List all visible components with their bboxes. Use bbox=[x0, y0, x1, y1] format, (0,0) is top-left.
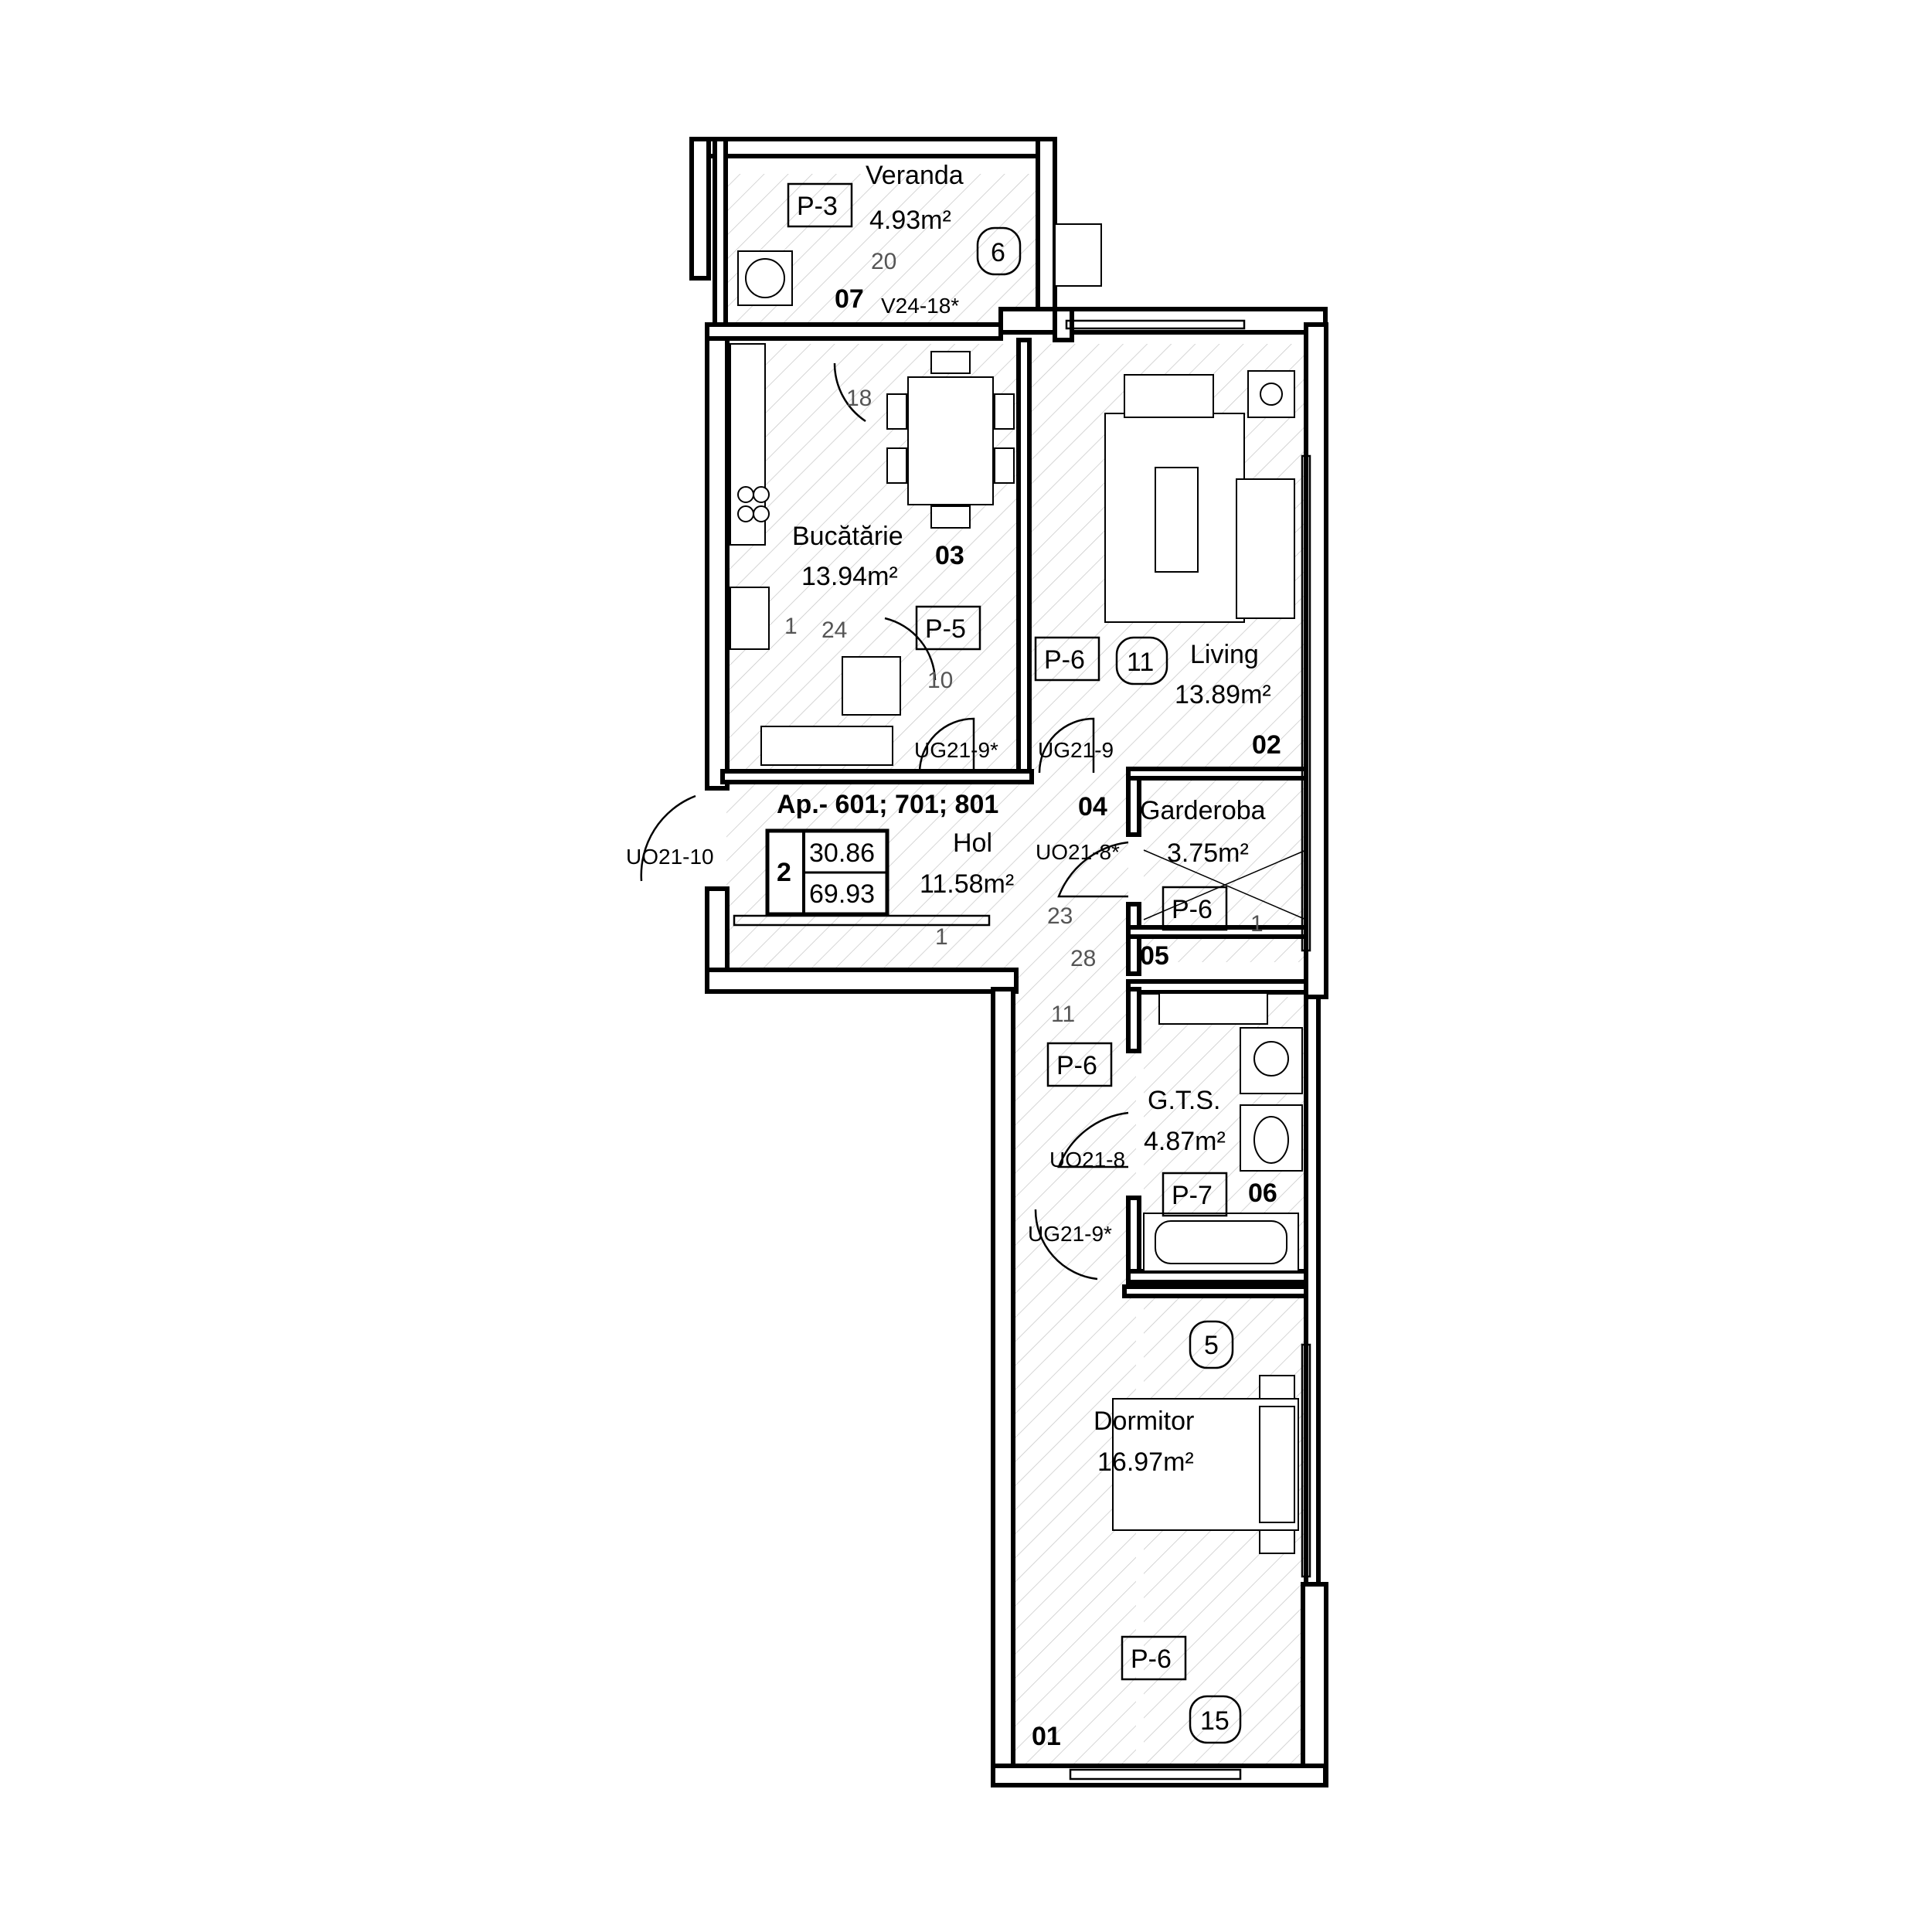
finish-tag: P-6 bbox=[1172, 895, 1213, 924]
room-number-bedroom: 01 bbox=[1032, 1722, 1061, 1751]
room-name-living: Living bbox=[1190, 640, 1259, 669]
finish-tag: P-5 bbox=[925, 614, 966, 644]
apartment-title: Ap.- 601; 701; 801 bbox=[777, 790, 998, 819]
apartment-living-area: 30.86 bbox=[809, 838, 875, 868]
finish-tag: P-6 bbox=[1056, 1051, 1097, 1080]
window-marker: 15 bbox=[1200, 1706, 1230, 1736]
room-name-hall: Hol bbox=[953, 828, 992, 858]
dimension-labels: 20 18 1 24 10 23 28 11 1 1 bbox=[784, 249, 1264, 1027]
finish-tag: P-7 bbox=[1172, 1181, 1213, 1210]
opening-code: V24-18* bbox=[881, 294, 959, 318]
room-area-bath: 4.87m² bbox=[1144, 1127, 1226, 1156]
room-name-veranda: Veranda bbox=[866, 161, 964, 190]
opening-code: UG21-9 bbox=[1038, 738, 1114, 762]
room-labels: Veranda 4.93m² 07 Bucătărie 13.94m² 03 L… bbox=[792, 161, 1281, 1751]
dimension-label: 1 bbox=[784, 614, 798, 639]
room-name-bath: G.T.S. bbox=[1148, 1086, 1220, 1115]
dimension-label: 1 bbox=[1250, 911, 1264, 937]
opening-code: UO21-10 bbox=[626, 845, 714, 869]
room-area-bedroom: 16.97m² bbox=[1097, 1447, 1194, 1477]
furniture bbox=[730, 223, 1307, 1554]
finish-tags: P-3 P-5 P-6 P-6 P-6 P-7 P-6 bbox=[787, 182, 1228, 1681]
windows bbox=[733, 319, 1311, 1781]
room-name-kitchen: Bucătărie bbox=[792, 522, 903, 551]
window-marker: 6 bbox=[991, 238, 1005, 267]
room-area-veranda: 4.93m² bbox=[869, 206, 951, 235]
opening-code: UG21-9* bbox=[1028, 1222, 1112, 1246]
room-area-hall: 11.58m² bbox=[920, 869, 1014, 899]
doors bbox=[640, 362, 1129, 1281]
window-marker: 11 bbox=[1127, 648, 1154, 677]
apartment-room-count: 2 bbox=[777, 858, 791, 887]
dimension-label: 23 bbox=[1047, 903, 1073, 929]
room-number-hall: 04 bbox=[1078, 792, 1107, 821]
finish-tag: P-3 bbox=[797, 192, 838, 221]
finish-tag: P-6 bbox=[1044, 645, 1085, 675]
room-area-wardrobe: 3.75m² bbox=[1167, 838, 1249, 868]
room-number-living: 02 bbox=[1252, 730, 1281, 760]
apartment-total-area: 69.93 bbox=[809, 879, 875, 909]
apartment-summary: Ap.- 601; 701; 801 2 30.86 69.93 bbox=[765, 790, 998, 917]
dimension-label: 28 bbox=[1070, 946, 1096, 971]
opening-code: UO21-8* bbox=[1036, 840, 1120, 864]
dimension-label: 11 bbox=[1051, 1002, 1075, 1027]
room-area-kitchen: 13.94m² bbox=[801, 562, 898, 591]
opening-code: UG21-9* bbox=[914, 738, 998, 762]
opening-codes: V24-18* UG21-9* UG21-9 UO21-10 UO21-8* U… bbox=[626, 294, 1125, 1246]
dimension-label: 1 bbox=[935, 924, 948, 950]
window-markers: 6 11 5 15 bbox=[976, 226, 1242, 1744]
room-area-living: 13.89m² bbox=[1175, 680, 1271, 709]
finish-tag: P-6 bbox=[1131, 1645, 1172, 1674]
room-name-bedroom: Dormitor bbox=[1094, 1406, 1194, 1436]
opening-code: UO21-8 bbox=[1049, 1148, 1125, 1172]
dimension-label: 24 bbox=[821, 617, 847, 643]
room-number-wardrobe: 05 bbox=[1140, 941, 1169, 971]
dimension-label: 18 bbox=[846, 386, 872, 411]
room-number-bath: 06 bbox=[1248, 1179, 1277, 1208]
room-number-veranda: 07 bbox=[835, 284, 864, 314]
room-number-kitchen: 03 bbox=[935, 541, 964, 570]
dimension-label: 20 bbox=[871, 249, 896, 274]
room-name-wardrobe: Garderoba bbox=[1140, 796, 1266, 825]
dimension-label: 10 bbox=[927, 668, 953, 693]
window-marker: 5 bbox=[1204, 1331, 1219, 1360]
